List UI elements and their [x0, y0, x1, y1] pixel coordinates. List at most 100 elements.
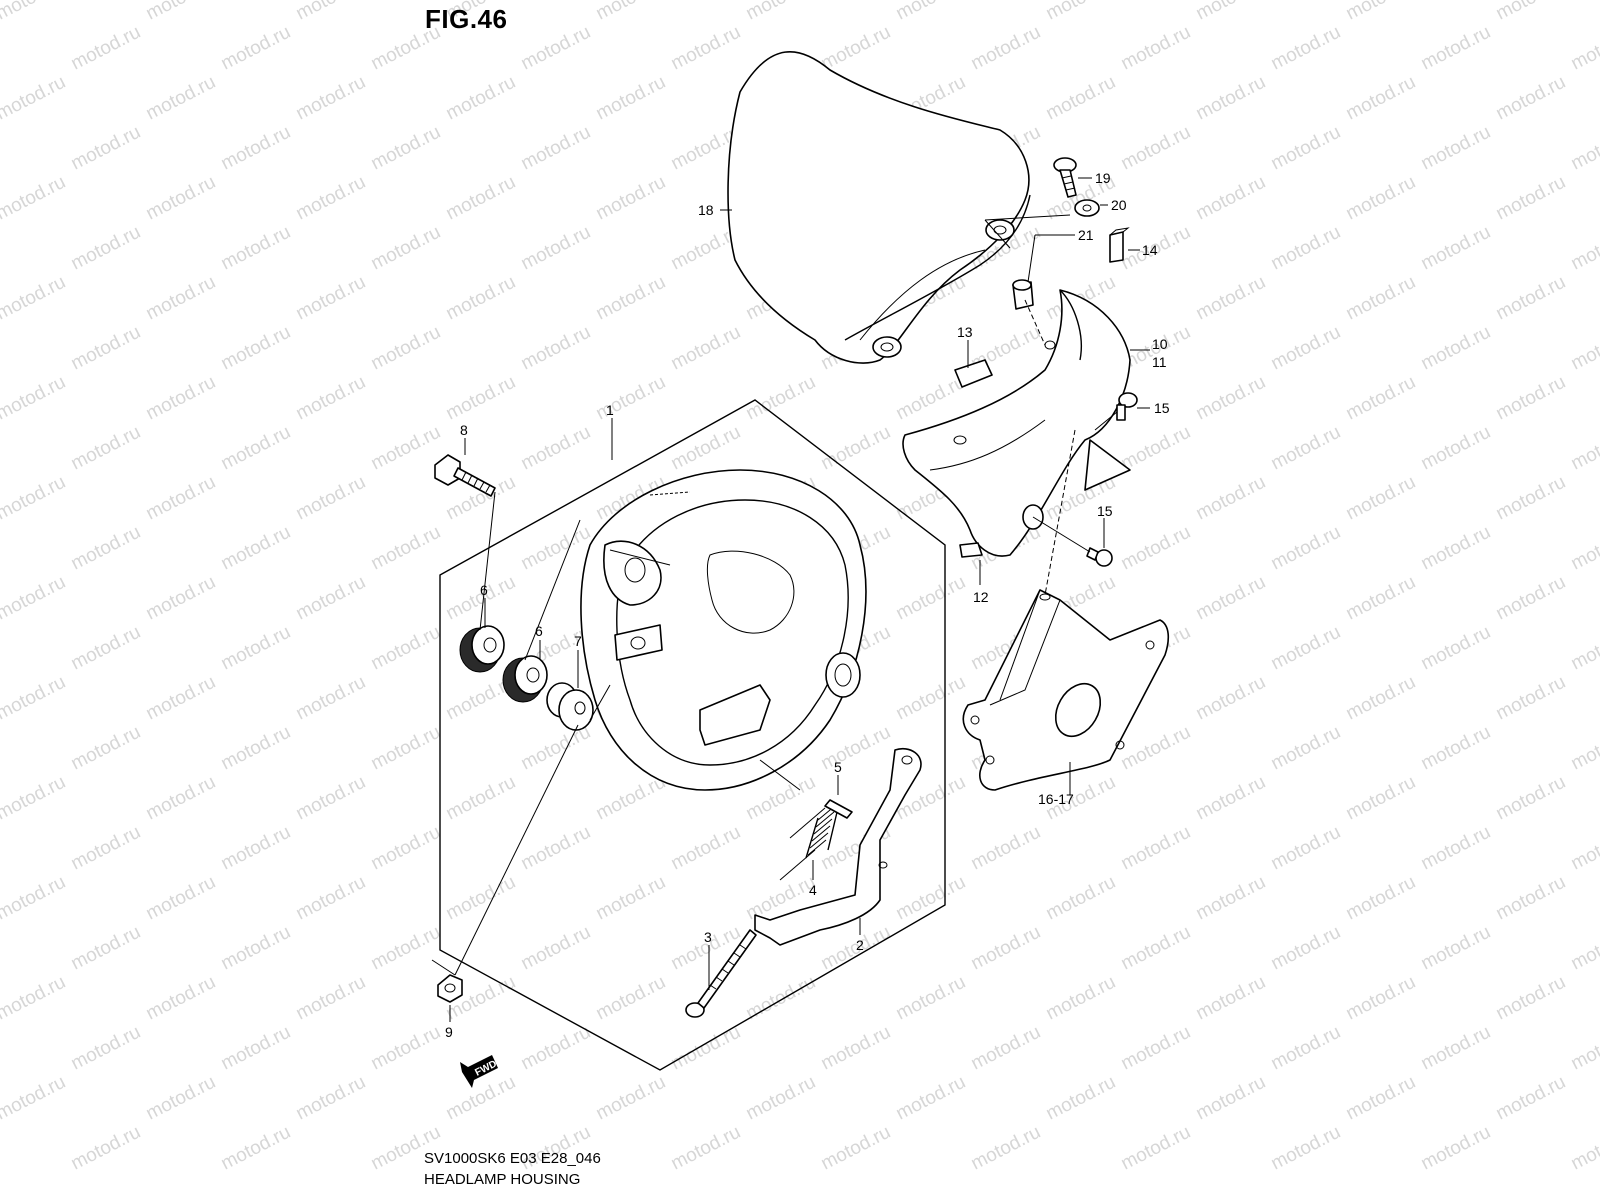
watermark-text: motod.ru	[1493, 272, 1569, 325]
watermark-text: motod.ru	[1193, 772, 1269, 825]
watermark-text: motod.ru	[1493, 1072, 1569, 1125]
watermark-text: motod.ru	[1043, 72, 1119, 125]
watermark-text: motod.ru	[518, 122, 594, 175]
watermark-text: motod.ru	[1193, 672, 1269, 725]
watermark-text: motod.ru	[368, 722, 444, 775]
watermark-text: motod.ru	[0, 172, 69, 225]
watermark-text: motod.ru	[143, 272, 219, 325]
watermark-text: motod.ru	[368, 622, 444, 675]
watermark-text: motod.ru	[1493, 72, 1569, 125]
part-14-rubber	[1109, 227, 1130, 263]
watermark-text: motod.ru	[143, 572, 219, 625]
watermark-text: motod.ru	[668, 1022, 744, 1075]
watermark-text: motod.ru	[1193, 372, 1269, 425]
watermark-text: motod.ru	[1268, 822, 1344, 875]
watermark-text: motod.ru	[0, 372, 69, 425]
watermark-text: motod.ru	[1193, 872, 1269, 925]
watermark-text: motod.ru	[218, 22, 294, 75]
watermark-text: motod.ru	[218, 1122, 294, 1175]
watermark-text: motod.ru	[1418, 722, 1494, 775]
watermark-text: motod.ru	[1118, 1122, 1194, 1175]
watermark-text: motod.ru	[518, 522, 594, 575]
watermark-text: motod.ru	[1418, 522, 1494, 575]
watermark-text: motod.ru	[143, 972, 219, 1025]
watermark-text: motod.ru	[143, 472, 219, 525]
part-4-spring	[805, 804, 839, 859]
watermark-text: motod.ru	[1493, 472, 1569, 525]
callout-8: 8	[460, 422, 468, 438]
watermark-text: motod.ru	[593, 372, 669, 425]
watermark-text: motod.ru	[1568, 22, 1600, 75]
watermark-text: motod.ru	[1193, 472, 1269, 525]
watermark-text: motod.ru	[68, 1122, 144, 1175]
watermark-text: motod.ru	[293, 772, 369, 825]
callout-6b: 6	[535, 623, 543, 639]
watermark-text: motod.ru	[743, 972, 819, 1025]
watermark-text: motod.ru	[68, 1022, 144, 1075]
watermark-text: motod.ru	[1118, 922, 1194, 975]
callout-19: 19	[1095, 170, 1111, 186]
callout-7: 7	[574, 633, 582, 649]
watermark-text: motod.ru	[893, 972, 969, 1025]
watermark-text: motod.ru	[1343, 872, 1419, 925]
watermark-text: motod.ru	[293, 272, 369, 325]
watermark-text: motod.ru	[1043, 0, 1119, 24]
watermark-text: motod.ru	[1418, 222, 1494, 275]
callout-4: 4	[809, 882, 817, 898]
watermark-text: motod.ru	[518, 1022, 594, 1075]
watermark-text: motod.ru	[1268, 222, 1344, 275]
watermark-text: motod.ru	[1493, 672, 1569, 725]
watermark-text: motod.ru	[1493, 0, 1569, 24]
callout-11: 11	[1152, 354, 1167, 370]
watermark-text: motod.ru	[968, 22, 1044, 75]
part-12-rubber	[959, 542, 983, 558]
watermark-text: motod.ru	[1418, 822, 1494, 875]
part-1-outline	[439, 399, 946, 1071]
fwd-label: FWD	[473, 1059, 498, 1079]
watermark-text: motod.ru	[143, 1072, 219, 1125]
watermark-text: motod.ru	[293, 472, 369, 525]
watermark-text: motod.ru	[518, 422, 594, 475]
watermark-text: motod.ru	[1043, 872, 1119, 925]
watermark-text: motod.ru	[218, 1022, 294, 1075]
watermark-text: motod.ru	[1343, 972, 1419, 1025]
watermark-text: motod.ru	[68, 522, 144, 575]
watermark-text: motod.ru	[1343, 0, 1419, 24]
watermark-text: motod.ru	[143, 72, 219, 125]
figure-code: SV1000SK6 E03 E28_046	[424, 1150, 601, 1167]
watermark-text: motod.ru	[1268, 22, 1344, 75]
watermark-text: motod.ru	[218, 422, 294, 475]
watermark-text: motod.ru	[1493, 772, 1569, 825]
watermark-text: motod.ru	[218, 522, 294, 575]
part-6-grommet-right	[502, 655, 548, 703]
watermark-text: motod.ru	[368, 422, 444, 475]
watermark-text: motod.ru	[218, 922, 294, 975]
watermark-text: motod.ru	[443, 872, 519, 925]
watermark-text: motod.ru	[293, 1072, 369, 1125]
watermark-text: motod.ru	[1418, 322, 1494, 375]
watermark-text: motod.ru	[1568, 422, 1600, 475]
watermark-text: motod.ru	[1268, 422, 1344, 475]
callout-9: 9	[445, 1024, 453, 1040]
watermark-text: motod.ru	[668, 1122, 744, 1175]
callout-6a: 6	[480, 582, 488, 598]
watermark-text: motod.ru	[518, 22, 594, 75]
callout-18: 18	[698, 202, 714, 218]
watermark-text: motod.ru	[443, 172, 519, 225]
callout-15b: 15	[1097, 503, 1113, 519]
watermark-text: motod.ru	[443, 272, 519, 325]
watermark-text: motod.ru	[218, 822, 294, 875]
watermark-text: motod.ru	[1118, 1022, 1194, 1075]
watermark-text: motod.ru	[1343, 372, 1419, 425]
watermark-text: motod.ru	[893, 672, 969, 725]
watermark-text: motod.ru	[1193, 572, 1269, 625]
watermark-text: motod.ru	[1418, 1122, 1494, 1175]
watermark-text: motod.ru	[143, 372, 219, 425]
watermark-text: motod.ru	[1493, 372, 1569, 425]
watermark-text: motod.ru	[143, 772, 219, 825]
watermark-text: motod.ru	[593, 872, 669, 925]
callout-14: 14	[1142, 242, 1158, 258]
watermark-text: motod.ru	[518, 722, 594, 775]
watermark-text: motod.ru	[293, 72, 369, 125]
watermark-text: motod.ru	[68, 222, 144, 275]
